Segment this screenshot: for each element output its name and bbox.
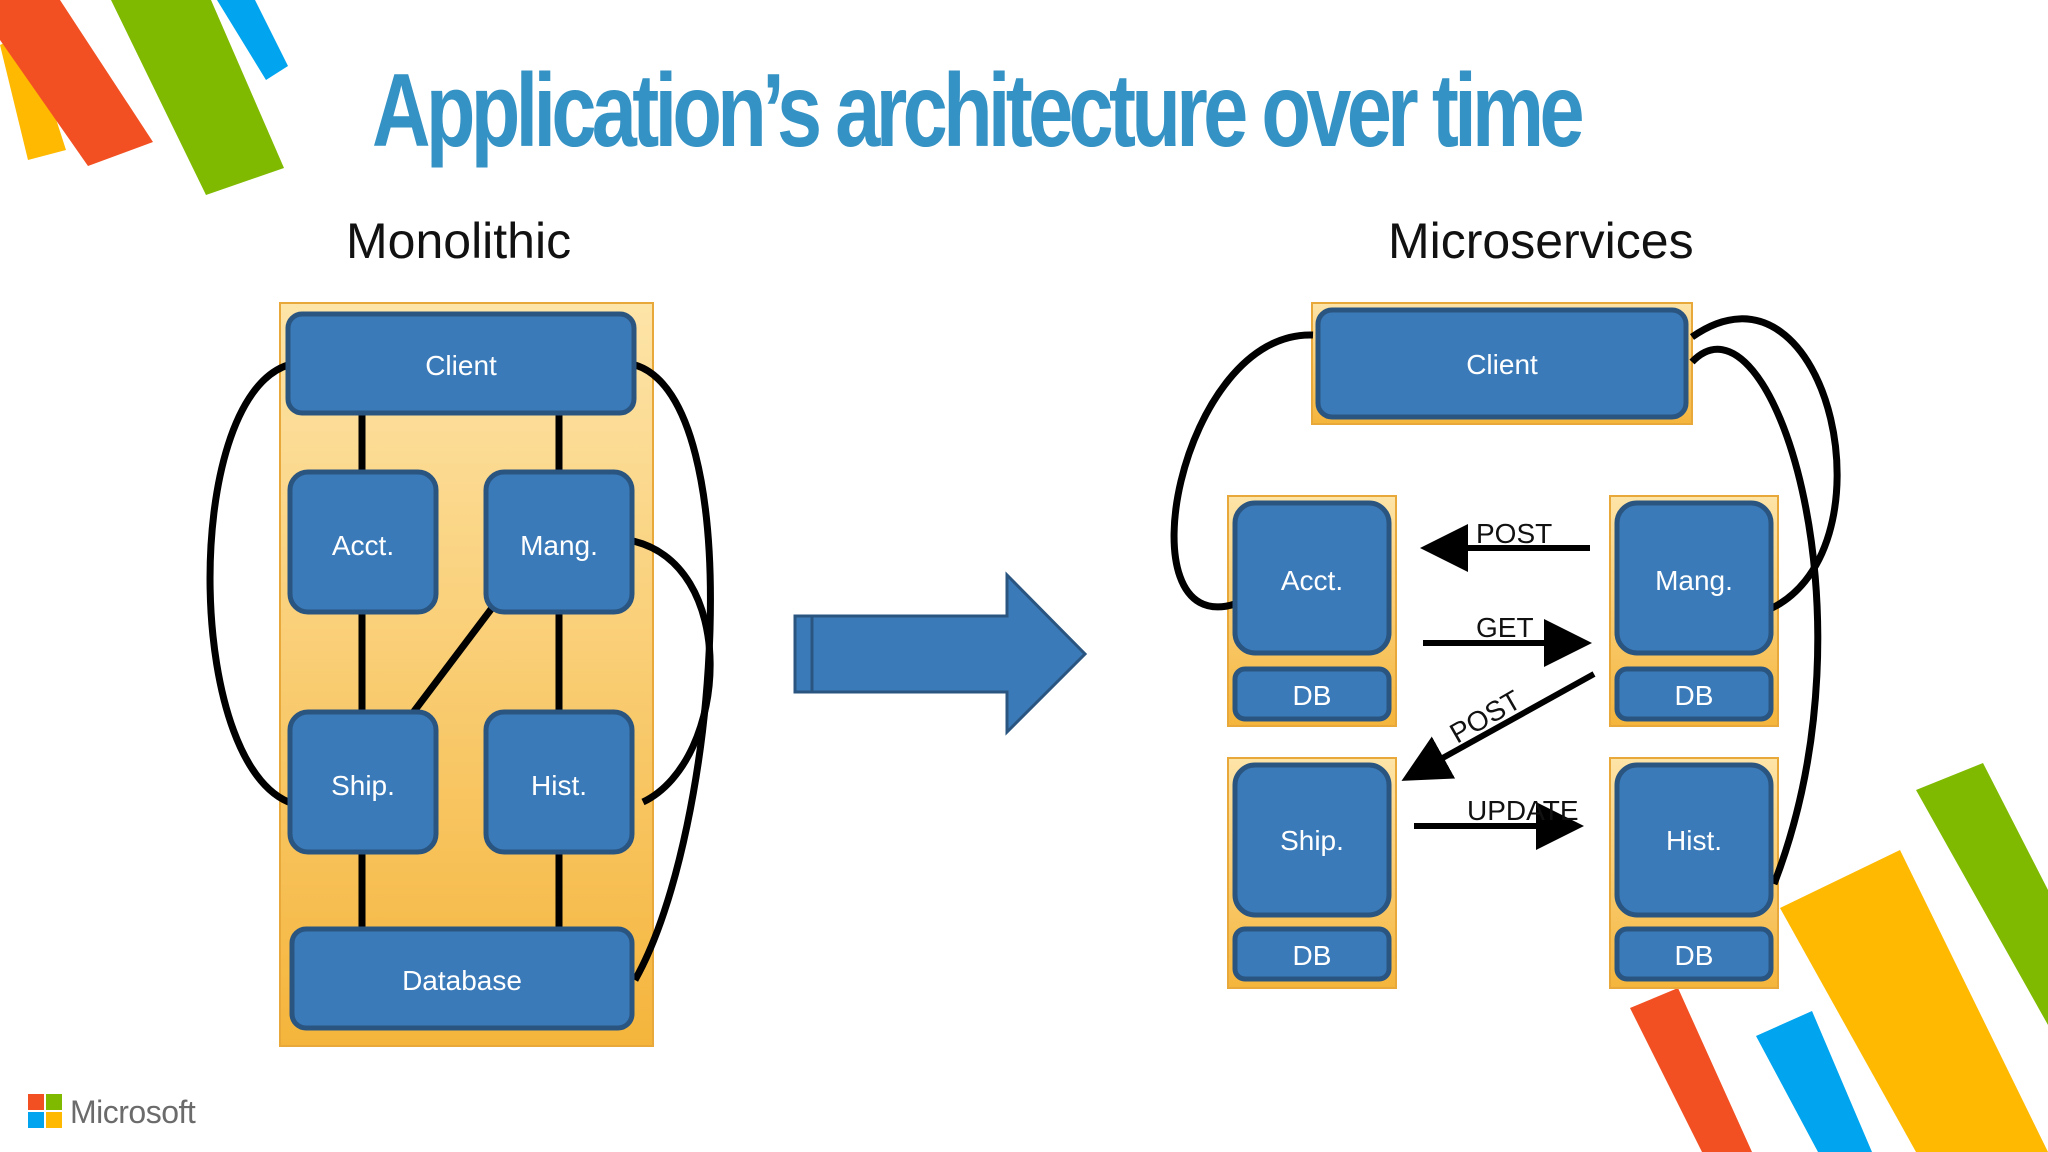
slide-title: Application’s architecture over time	[372, 53, 1585, 169]
stripe-blue	[1756, 1011, 1872, 1152]
client-connectors	[1170, 315, 1841, 886]
micro-hist-label: Hist.	[1666, 825, 1722, 856]
service-boxes	[1232, 307, 1774, 982]
mono-acct-label: Acct.	[332, 530, 394, 561]
microsoft-wordmark: Microsoft	[70, 1094, 196, 1130]
monolithic-heading: Monolithic	[346, 213, 572, 269]
post-top-label: POST	[1476, 518, 1552, 549]
micro-mang-label: Mang.	[1655, 565, 1733, 596]
transition-arrow	[793, 571, 1088, 736]
api-arrows	[1401, 524, 1596, 850]
micro-ship-label: Ship.	[1280, 825, 1344, 856]
get-label: GET	[1476, 612, 1534, 643]
stripe-green	[1916, 763, 2048, 1025]
microservices-heading: Microservices	[1388, 213, 1694, 269]
mono-client-label: Client	[425, 350, 497, 381]
stripe-blue	[217, 0, 288, 80]
mono-hist-label: Hist.	[531, 770, 587, 801]
micro-client-label: Client	[1466, 349, 1538, 380]
decorative-stripes-top-left	[0, 0, 288, 195]
stripe-yellow	[0, 32, 66, 160]
micro-ship-db-label: DB	[1293, 940, 1332, 971]
mono-ship-label: Ship.	[331, 770, 395, 801]
micro-hist-db-label: DB	[1675, 940, 1714, 971]
microsoft-logo-icon	[28, 1094, 62, 1128]
stripe-yellow	[1780, 850, 2048, 1152]
post-arrow-diagonal	[1401, 671, 1596, 781]
monolith-connectors	[206, 361, 714, 982]
mono-database-label: Database	[402, 965, 522, 996]
stripe-green	[111, 0, 284, 195]
micro-acct-label: Acct.	[1281, 565, 1343, 596]
micro-mang-db-label: DB	[1675, 680, 1714, 711]
stripe-orange	[1630, 988, 1752, 1152]
stripe-orange	[0, 0, 153, 166]
monolith-boxes	[285, 311, 637, 1031]
monolith-container	[279, 302, 654, 1047]
monolithic-diagram: Client Acct. Mang. Ship. Hist. Database	[206, 302, 714, 1047]
decorative-stripes-bottom-right	[1630, 763, 2048, 1152]
mono-mang-label: Mang.	[520, 530, 598, 561]
post-diagonal-label: POST	[1445, 684, 1527, 749]
micro-acct-db-label: DB	[1293, 680, 1332, 711]
update-label: UPDATE	[1467, 795, 1579, 826]
microservices-diagram: Client Acct. DB Mang. DB Ship. DB Hist. …	[1170, 302, 1841, 989]
